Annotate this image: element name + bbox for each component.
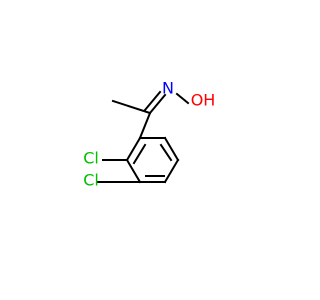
bond-c5-c6 <box>163 136 180 162</box>
chlorine-bonds <box>97 159 141 183</box>
benzene-ring <box>125 136 180 184</box>
bond-c5-c6-inner <box>159 143 173 162</box>
bond-c2-c3 <box>125 158 142 184</box>
oxime-chain <box>111 90 190 140</box>
bond-c4-c5 <box>163 158 180 184</box>
bond-oxime-carbon-nitrogen <box>148 93 167 115</box>
atom-label-hydroxyl: OH <box>191 91 216 110</box>
atom-label-chlorine-2: Cl <box>83 171 99 190</box>
atom-label-nitrogen: N <box>162 79 174 98</box>
structure-diagram: Cl Cl N OH <box>83 79 216 190</box>
bond-oxime-carbon-nitrogen-second <box>143 90 162 112</box>
bond-nitrogen-oxygen <box>175 92 190 105</box>
bond-ring-to-oxime-carbon <box>138 111 152 140</box>
molecule-canvas: Cl Cl N OH <box>83 78 216 190</box>
bond-c1-c2-inner <box>132 143 147 165</box>
bond-oxime-carbon-methyl <box>111 99 152 115</box>
atom-label-chlorine-1: Cl <box>83 149 99 168</box>
bond-c1-c2 <box>125 136 142 162</box>
